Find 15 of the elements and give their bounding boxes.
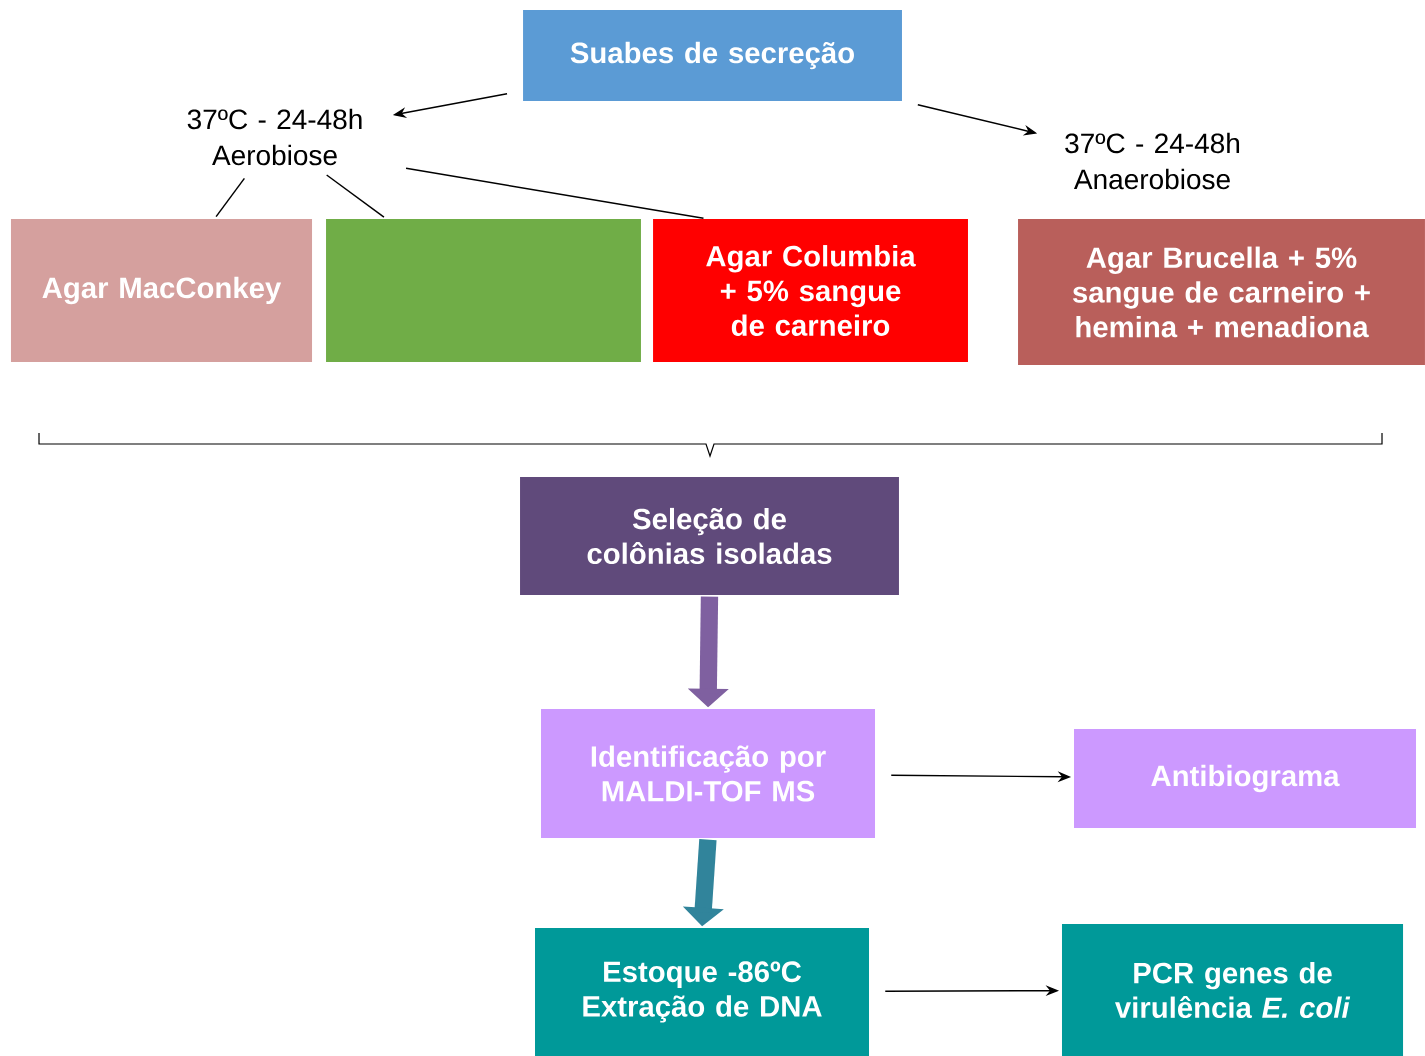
connector-line xyxy=(405,167,705,220)
culture-box: Agar Columbia + 5% sangue de carneiro xyxy=(653,219,968,362)
process-box: Antibiograma xyxy=(1074,729,1416,828)
connector-line xyxy=(215,177,246,218)
process-box: Identificação por MALDI-TOF MS xyxy=(541,708,875,839)
condition-label: 37ºC - 24-48h Aerobiose xyxy=(187,108,362,166)
connector-line xyxy=(325,174,385,218)
culture-box: Agar Brucella + 5% sangue de carneiro + hemina + menadiona xyxy=(1018,219,1425,365)
process-box: Estoque -86ºC Extração de DNA xyxy=(535,928,869,1056)
condition-label: 37ºC - 24-48h Anaerobiose xyxy=(1065,132,1240,190)
culture-box: Agar MacConkey xyxy=(10,219,313,362)
process-box: Suabes de secreção xyxy=(523,10,902,101)
process-box: PCR genes de virulência E. coli xyxy=(1062,924,1404,1056)
process-box: Seleção de colônias isoladas xyxy=(520,477,899,595)
culture-box xyxy=(326,219,641,362)
